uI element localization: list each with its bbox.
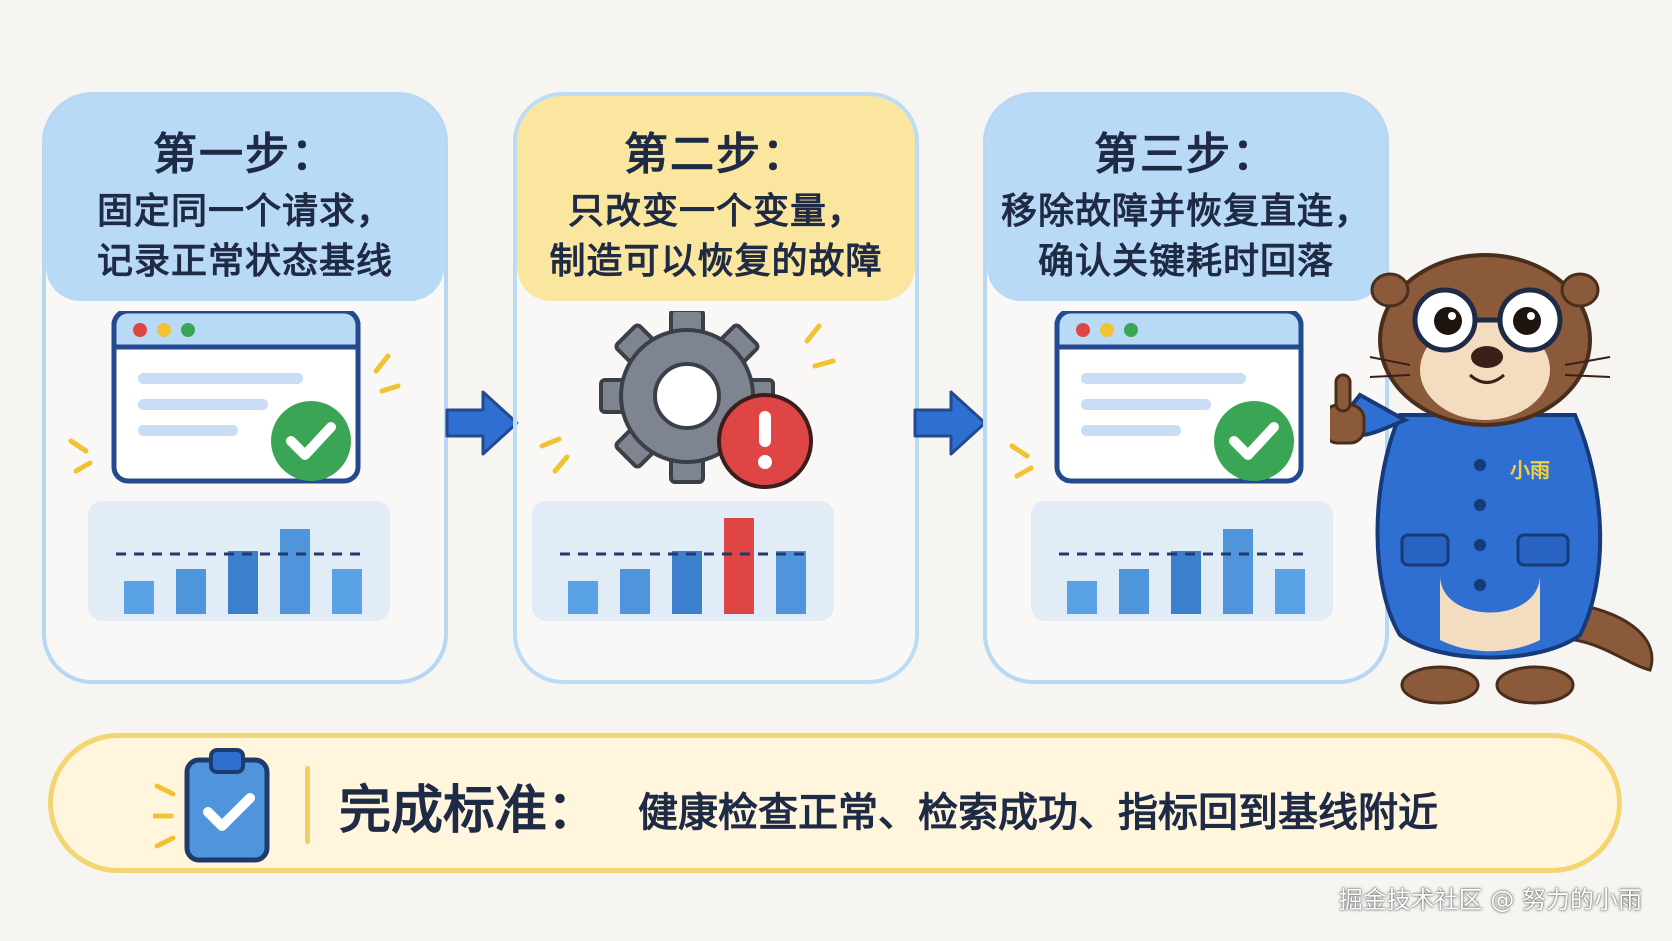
sparkle-icon [539,323,836,474]
glasses-icon [1412,287,1563,353]
step-card-3: 第三步： 移除故障并恢复直连， 确认关键耗时回落 [983,92,1389,684]
mascot-badge: 小雨 [1510,458,1550,482]
step-2-title: 第二步： [624,129,808,180]
step-3-header [987,96,1385,301]
step-1-illustration [68,311,401,621]
sparkle-icon [1009,443,1034,479]
checkmark-icon [1214,401,1294,481]
watermark: 掘金技术社区 @ 努力的小雨 [1338,886,1642,914]
step-1-line-1: 固定同一个请求， [96,191,393,232]
step-3-illustration [1009,311,1333,621]
bar-chart-panel [88,501,390,621]
step-2-header [517,96,915,301]
clipboard-check-icon [153,748,270,863]
step-1-header [46,96,444,301]
step-2-line-2: 制造可以恢复的故障 [549,241,883,282]
step-card-2: 第二步： 只改变一个变量， 制造可以恢复的故障 [513,92,919,684]
step-3-title: 第三步： [1094,129,1278,180]
step-3-line-2: 确认关键耗时回落 [1037,241,1334,282]
error-icon [717,393,813,489]
sparkle-icon [68,353,401,474]
criteria-label: 完成标准： [339,781,600,841]
bar-chart-panel [1031,501,1333,621]
thumbs-up-icon [1330,373,1366,445]
step-2-illustration [532,311,836,621]
step-2-line-1: 只改变一个变量， [567,191,864,232]
step-1-line-2: 记录正常状态基线 [96,241,393,282]
arrow-right-icon [445,390,519,456]
step-card-1: 第一步： 固定同一个请求， 记录正常状态基线 [42,92,448,684]
completion-criteria-banner: 完成标准： 健康检查正常、检索成功、指标回到基线附近 [48,733,1622,873]
step-3-line-1: 移除故障并恢复直连， [1000,191,1371,232]
criteria-detail: 健康检查正常、检索成功、指标回到基线附近 [638,790,1438,836]
otter-mascot-icon: 小雨 [1330,253,1654,705]
arrow-right-icon [913,390,987,456]
bar-chart-panel [532,501,834,621]
step-1-title: 第一步： [153,129,337,180]
checkmark-icon [271,401,351,481]
criteria-divider [305,766,310,844]
